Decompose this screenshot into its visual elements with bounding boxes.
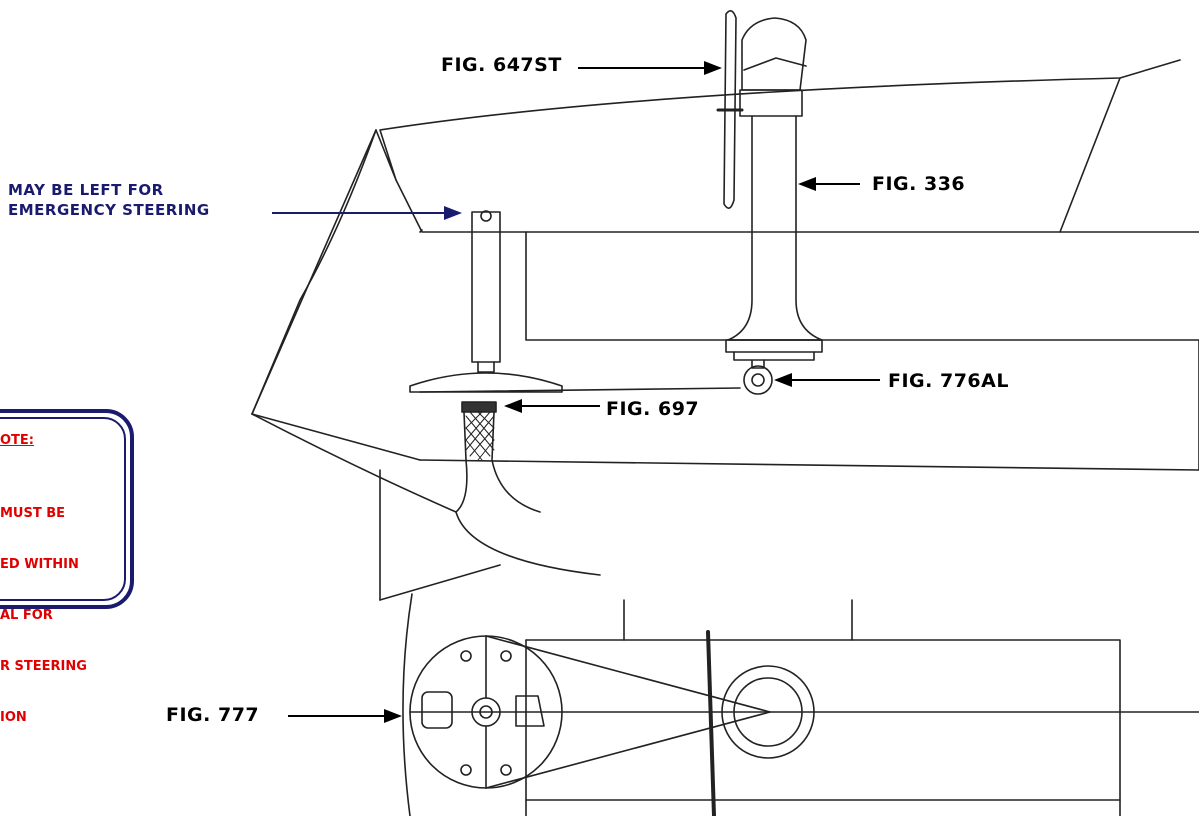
arrow-fig-647st [578, 61, 722, 75]
wheel-bar [716, 10, 744, 209]
plan-view [402, 593, 1199, 816]
emergency-tiller-post [409, 210, 563, 393]
label-emergency-line1: MAY BE LEFT FOR [8, 181, 164, 199]
note-box: OTE: MUST BE ED WITHIN AL FOR R STEERING… [0, 409, 134, 725]
label-fig-336: FIG. 336 [872, 173, 966, 195]
note-box-inner-border [0, 417, 126, 601]
label-emergency-line2: EMERGENCY STEERING [8, 201, 210, 219]
note-title: OTE: [0, 433, 34, 448]
arrow-emergency [272, 206, 462, 220]
arrow-fig-697 [504, 399, 600, 413]
label-fig-777: FIG. 777 [166, 704, 260, 726]
note-line: ION [0, 710, 27, 725]
note-line: MUST BE [0, 506, 66, 521]
note-line: AL FOR [0, 608, 53, 623]
hull-side-view [251, 59, 1199, 601]
note-line: R STEERING [0, 659, 87, 674]
note-line: ED WITHIN [0, 557, 79, 572]
pedestal [725, 17, 823, 361]
label-emergency-steering: MAY BE LEFT FOR EMERGENCY STEERING [8, 180, 210, 220]
arrow-fig-336 [798, 177, 860, 191]
label-fig-776al: FIG. 776AL [888, 370, 1009, 392]
note-body: MUST BE ED WITHIN AL FOR R STEERING ION [0, 471, 87, 760]
label-fig-697: FIG. 697 [606, 398, 700, 420]
sheave [743, 359, 773, 395]
label-fig-647st: FIG. 647ST [441, 54, 562, 76]
arrow-fig-777 [288, 709, 402, 723]
arrow-fig-776al [774, 373, 880, 387]
rudder-post [455, 401, 541, 513]
